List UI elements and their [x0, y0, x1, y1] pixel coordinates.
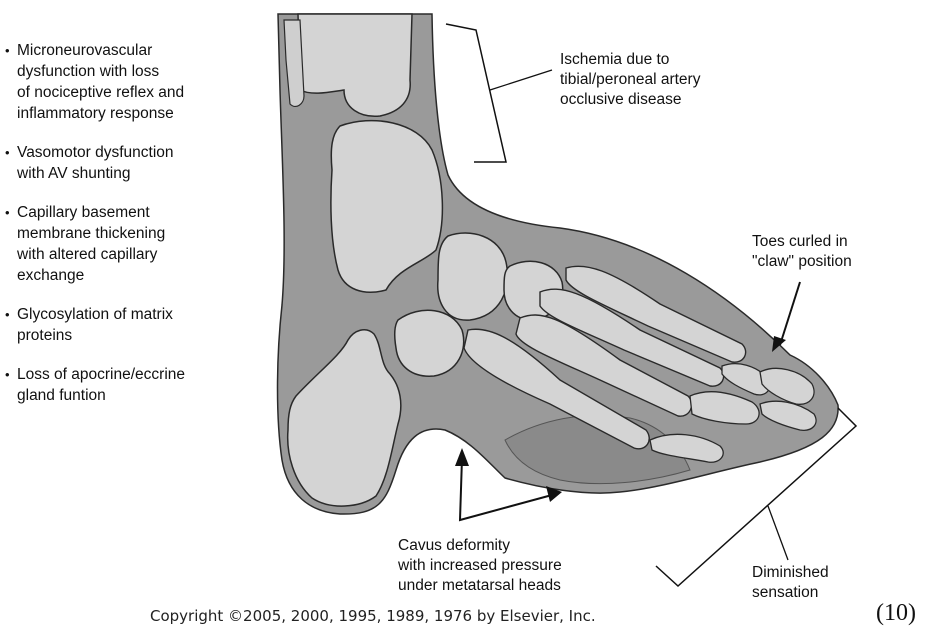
toes-arrow-shaft [780, 282, 800, 345]
cavus-arrow-head-up [455, 448, 469, 466]
ischemia-leader-line [490, 70, 552, 90]
diminished-label: Diminished sensation [752, 563, 829, 603]
ischemia-bracket [446, 24, 506, 162]
toes-label: Toes curled in "claw" position [752, 232, 852, 272]
diminished-leader-line [768, 506, 788, 560]
cuboid-bone [395, 310, 464, 376]
cavus-label: Cavus deformity with increased pressure … [398, 536, 562, 596]
figure-number: (10) [876, 600, 916, 627]
copyright-notice: Copyright ©2005, 2000, 1995, 1989, 1976 … [150, 607, 596, 625]
ischemia-label: Ischemia due to tibial/peroneal artery o… [560, 50, 700, 110]
navicular-bone [438, 233, 508, 320]
